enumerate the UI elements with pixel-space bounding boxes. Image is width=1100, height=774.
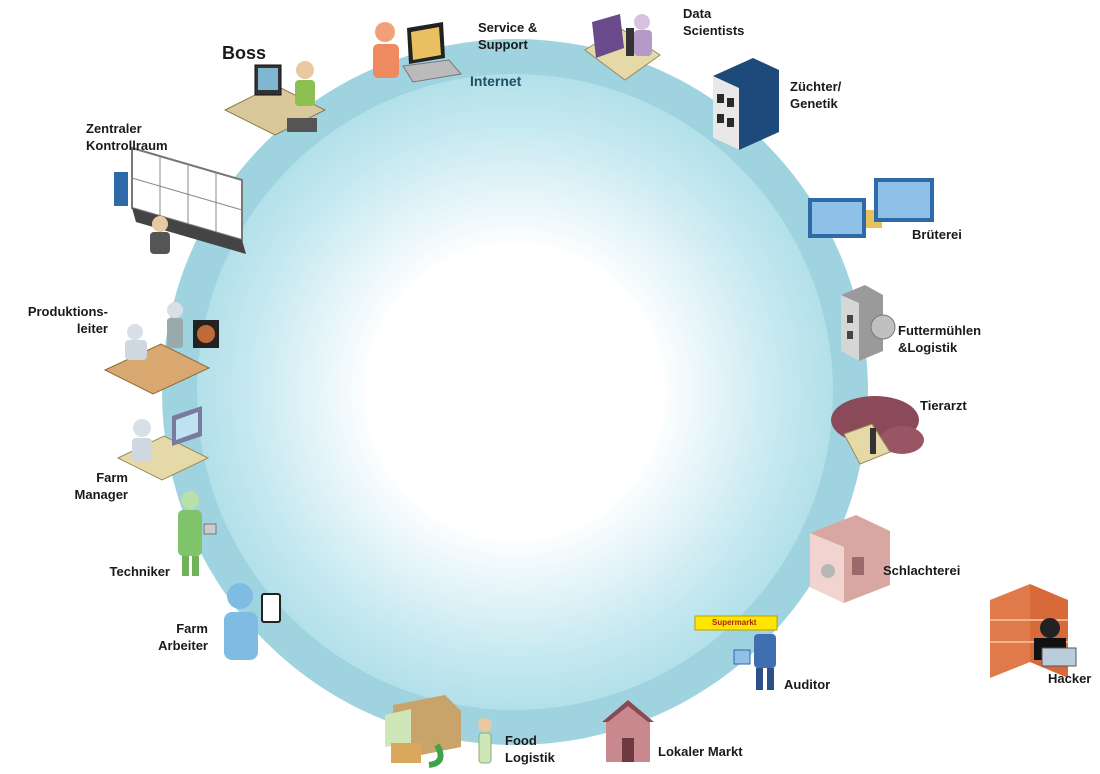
auditor-label: Auditor — [784, 677, 831, 692]
tierarzt-label: Tierarzt — [920, 398, 967, 413]
mill-building-icon[interactable] — [841, 285, 896, 361]
techniker-label: Techniker — [109, 564, 170, 579]
technician-icon[interactable] — [178, 491, 217, 576]
laptop-user-icon[interactable] — [373, 22, 462, 83]
hacker-firewall-icon[interactable] — [990, 584, 1077, 678]
video-wall-icon[interactable] — [114, 146, 246, 254]
produktionsleiter-label: Produktions- leiter — [27, 304, 108, 336]
lokaler-markt-label: Lokaler Markt — [658, 744, 743, 759]
service-support-label: Service & Support — [478, 20, 538, 52]
person-at-desk-icon[interactable] — [223, 61, 327, 136]
farm-manager-label: Farm Manager — [74, 470, 128, 502]
zuechter-genetik-label: Züchter/ Genetik — [790, 79, 842, 111]
kontrollraum-label: Zentraler Kontrollraum — [86, 121, 168, 153]
supermarkt-sign — [694, 615, 778, 631]
production-desk-icon[interactable] — [103, 302, 219, 395]
futtermuehlen-label: Futtermühlen &Logistik — [898, 323, 982, 355]
worker-tablet-icon[interactable] — [224, 583, 281, 660]
datacenter-buildings-icon[interactable] — [808, 178, 934, 238]
hacker-label: Hacker — [1048, 671, 1092, 686]
farm-arbeiter-label: Farm Arbeiter — [158, 621, 208, 653]
boss-label: Boss — [222, 43, 267, 63]
house-icon[interactable] — [602, 700, 654, 762]
supermarkt-sign-text: Supermarkt — [712, 618, 757, 627]
slaughterhouse-building-icon[interactable] — [810, 515, 890, 603]
delivery-truck-icon[interactable] — [385, 695, 492, 768]
internet-ring-core — [365, 242, 665, 542]
vet-lab-icon[interactable] — [831, 396, 924, 465]
internet-label: Internet — [470, 73, 522, 89]
brueterei-label: Brüterei — [912, 227, 962, 242]
manager-desk-icon[interactable] — [116, 406, 210, 481]
data-scientists-label: Data Scientists — [683, 6, 745, 38]
microscope-researcher-icon[interactable] — [584, 14, 661, 81]
schlachterei-label: Schlachterei — [883, 563, 961, 578]
food-logistik-label: Food Logistik — [505, 733, 555, 765]
building-icon[interactable] — [713, 58, 779, 150]
